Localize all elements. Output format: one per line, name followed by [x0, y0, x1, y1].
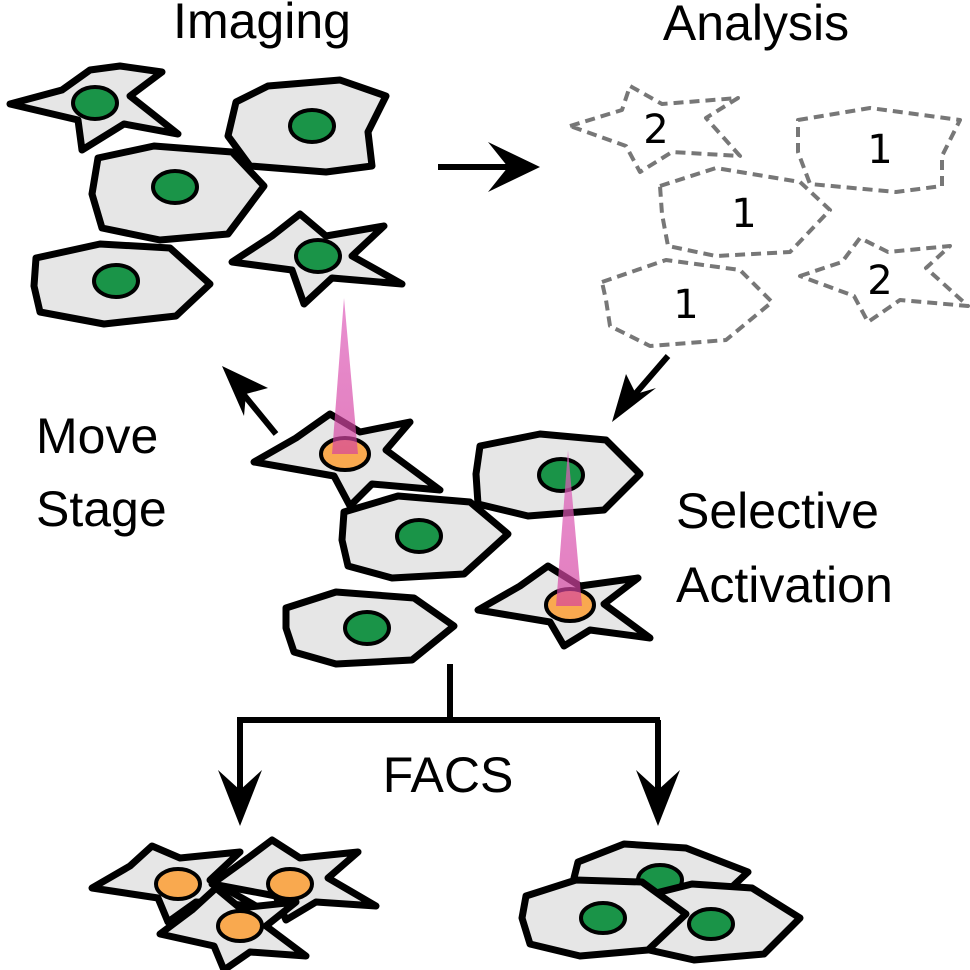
arrow-move-stage	[222, 366, 279, 436]
laser-beam	[556, 450, 582, 606]
nucleus-green	[537, 457, 585, 493]
analysis-count: 2	[643, 107, 668, 153]
label-imaging: Imaging	[173, 0, 351, 49]
analysis-count: 1	[673, 282, 698, 328]
arrow-to-activation	[612, 354, 671, 422]
star-cell	[6, 62, 182, 154]
star-cell	[228, 210, 406, 308]
nucleus-orange	[216, 909, 264, 943]
arrow-to-analysis	[438, 142, 540, 192]
label-stage: Stage	[36, 481, 167, 537]
activation-cells	[250, 410, 654, 668]
round-cell	[30, 240, 214, 328]
sorted-unactivated-cells	[518, 840, 804, 964]
facs-arrow-right	[636, 770, 680, 826]
nucleus-orange	[154, 867, 202, 901]
round-cell	[282, 588, 458, 668]
facs-arrow-left	[218, 770, 262, 826]
nucleus-green	[71, 85, 119, 121]
nucleus-green	[395, 518, 443, 554]
dashed-cell-outline	[798, 236, 970, 324]
nucleus-green	[288, 108, 336, 144]
laser-beam	[332, 298, 358, 454]
analysis-cells: 2 1 1 2 1	[568, 84, 970, 348]
nucleus-green	[151, 169, 199, 205]
dashed-cell-outline	[568, 84, 742, 174]
facs-sorting-tree	[237, 664, 661, 800]
analysis-count: 1	[731, 191, 756, 237]
imaging-cells	[6, 62, 406, 328]
round-cell	[338, 492, 512, 582]
label-analysis: Analysis	[663, 0, 849, 51]
dashed-cell-outline	[796, 106, 962, 194]
label-selective: Selective	[676, 483, 879, 539]
nucleus-green	[92, 263, 140, 299]
nucleus-orange	[266, 867, 314, 901]
nucleus-green	[579, 901, 627, 935]
label-facs: FACS	[383, 747, 514, 803]
nucleus-green	[343, 610, 391, 646]
analysis-count: 2	[867, 258, 892, 304]
round-cell	[472, 430, 644, 520]
dashed-cell-outline	[658, 166, 832, 258]
nucleus-green	[687, 907, 735, 941]
label-move: Move	[36, 408, 158, 464]
sorted-activated-cells	[88, 836, 380, 970]
round-cell	[88, 142, 268, 244]
analysis-count: 1	[867, 127, 892, 173]
round-cell	[224, 76, 390, 176]
dashed-cell-outline	[600, 258, 774, 348]
label-activation: Activation	[676, 557, 893, 613]
nucleus-green	[294, 238, 342, 274]
